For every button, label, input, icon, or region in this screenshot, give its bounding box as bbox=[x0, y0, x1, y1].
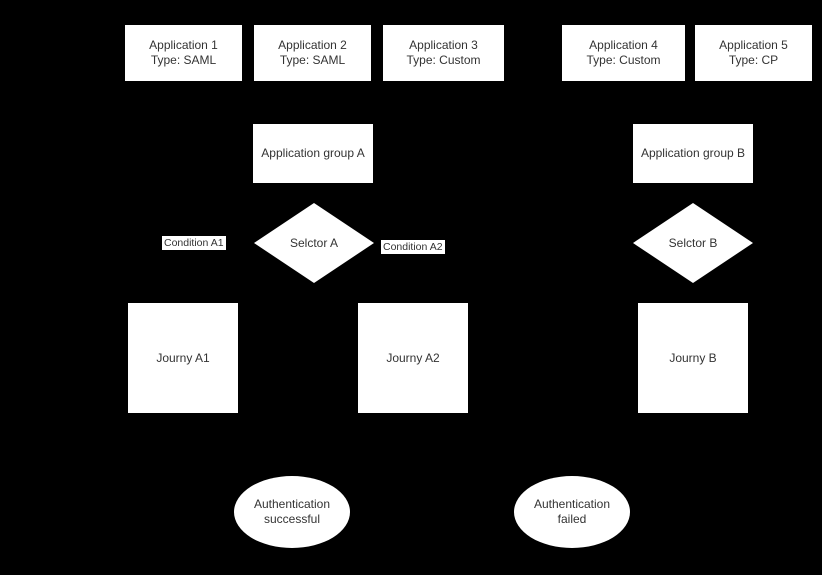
application-box-4[interactable]: Application 4 Type: Custom bbox=[562, 25, 685, 81]
application-box-4-type: Type: Custom bbox=[586, 53, 661, 67]
application-box-3-type: Type: Custom bbox=[406, 53, 481, 67]
selector-b-label: Selctor B bbox=[668, 236, 718, 250]
outcome-authentication-failed[interactable]: Authentication failed bbox=[514, 476, 630, 548]
outcome-failed-line2: failed bbox=[557, 512, 587, 526]
application-box-2-name: Application 2 bbox=[278, 38, 347, 52]
outcome-successful-line2: successful bbox=[263, 512, 321, 526]
condition-a1-label: Condition A1 bbox=[162, 236, 226, 250]
outcome-successful-text: Authentication successful bbox=[254, 497, 330, 527]
application-box-1-text: Application 1 Type: SAML bbox=[149, 38, 218, 68]
outcome-failed-text: Authentication failed bbox=[534, 497, 610, 527]
application-group-b-box[interactable]: Application group B bbox=[633, 124, 753, 183]
application-group-a-label: Application group A bbox=[261, 146, 365, 160]
application-group-a-box[interactable]: Application group A bbox=[253, 124, 373, 183]
journey-a1-box[interactable]: Journy A1 bbox=[128, 303, 238, 413]
application-box-5-type: Type: CP bbox=[728, 53, 779, 67]
application-box-5[interactable]: Application 5 Type: CP bbox=[695, 25, 812, 81]
application-box-4-name: Application 4 bbox=[589, 38, 658, 52]
application-box-5-name: Application 5 bbox=[719, 38, 788, 52]
application-box-3[interactable]: Application 3 Type: Custom bbox=[383, 25, 504, 81]
application-box-2[interactable]: Application 2 Type: SAML bbox=[254, 25, 371, 81]
application-box-2-text: Application 2 Type: SAML bbox=[278, 38, 347, 68]
application-box-1-type: Type: SAML bbox=[150, 53, 217, 67]
application-box-1-name: Application 1 bbox=[149, 38, 218, 52]
outcome-successful-line1: Authentication bbox=[253, 497, 331, 511]
application-box-4-text: Application 4 Type: Custom bbox=[586, 38, 660, 68]
selector-b-diamond[interactable]: Selctor B bbox=[633, 203, 753, 283]
outcome-authentication-successful[interactable]: Authentication successful bbox=[234, 476, 350, 548]
application-box-3-name: Application 3 bbox=[409, 38, 478, 52]
application-group-b-label: Application group B bbox=[640, 146, 746, 160]
condition-a2-label: Condition A2 bbox=[381, 240, 445, 254]
application-box-5-text: Application 5 Type: CP bbox=[719, 38, 788, 68]
application-box-3-text: Application 3 Type: Custom bbox=[406, 38, 480, 68]
selector-a-diamond[interactable]: Selctor A bbox=[254, 203, 374, 283]
journey-b-box[interactable]: Journy B bbox=[638, 303, 748, 413]
journey-a1-label: Journy A1 bbox=[156, 350, 210, 365]
application-box-2-type: Type: SAML bbox=[279, 53, 346, 67]
application-box-1[interactable]: Application 1 Type: SAML bbox=[125, 25, 242, 81]
selector-a-label: Selctor A bbox=[289, 236, 339, 250]
journey-b-label: Journy B bbox=[669, 350, 717, 365]
outcome-failed-line1: Authentication bbox=[533, 497, 611, 511]
journey-a2-box[interactable]: Journy A2 bbox=[358, 303, 468, 413]
journey-a2-label: Journy A2 bbox=[386, 350, 440, 365]
